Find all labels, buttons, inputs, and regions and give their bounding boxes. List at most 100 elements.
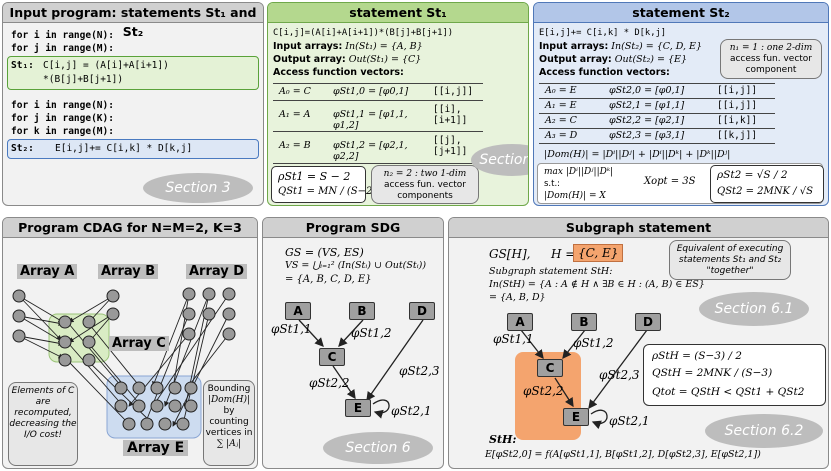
array-c-label: Array C: [109, 336, 169, 351]
st2-box: [7, 139, 259, 159]
edge-label: φSt2,1: [609, 414, 650, 428]
opt-constraint: |Dom(H)| = X: [544, 191, 606, 201]
panel-cdag: Program CDAG for N=M=2, K=3: [2, 217, 258, 469]
q-tot: Qtot = QStH < QSt1 + QSt2: [652, 386, 805, 398]
access-value: [[i,j]]: [433, 86, 474, 97]
sdg-node-c: C: [319, 348, 345, 366]
panel-subgraph: Subgraph statement GS[H], H = {C, E} Equ…: [448, 217, 829, 469]
section-cloud: Section 3: [143, 173, 253, 203]
panel-statement-st2: statement St₂ E[i,j]+= C[i,k] * D[k,j] I…: [533, 2, 829, 206]
panel-title: statement St₁: [268, 3, 528, 23]
opt-st: s.t.:: [544, 179, 561, 189]
edge-label: φSt1,1: [271, 322, 312, 336]
in-sth-set: = {A, B, D}: [489, 292, 546, 303]
section-cloud: Section 4: [471, 144, 529, 176]
panel-title: Input program: statements St₁ and St₂: [3, 3, 263, 39]
code-line: for j in range(K):: [11, 113, 114, 124]
access-value: [[k,j]]: [717, 130, 758, 141]
array-name: A₀ = E: [545, 85, 577, 96]
access-value: [[j], [j+1]]: [433, 135, 468, 157]
section-cloud: Section 6: [323, 432, 433, 464]
section-cloud: Section 6.1: [699, 292, 809, 326]
sub-node-b: B: [571, 313, 597, 331]
section-cloud: Section 6.2: [705, 414, 823, 448]
edge-label: φSt1,2: [573, 336, 614, 350]
access-vector: φSt2,2 = [φ2,1]: [609, 115, 685, 126]
section-label: Section 6.2: [724, 423, 804, 439]
gs-h: GS[H],: [489, 247, 531, 261]
together-bubble: Equivalent of executing statements St₁ a…: [669, 240, 791, 280]
rho-sth: ρStH = (S−3) / 2: [652, 350, 742, 362]
st2-code: E[i,j]+= C[i,k] * D[k,j]: [55, 143, 193, 154]
st2-code: E[i,j]+= C[i,k] * D[k,j]: [539, 28, 667, 38]
array-name: A₀ = C: [279, 86, 311, 97]
sth-label: StH:: [489, 433, 517, 446]
array-a-label: Array A: [17, 264, 78, 279]
q-sth: QStH = 2MNK / (S−3): [652, 367, 773, 379]
vs-def: VS = ⋃ᵢ₌₁² (In(Stᵢ) ∪ Out(Stᵢ)): [285, 260, 427, 271]
edge-label: φSt1,1: [493, 332, 534, 346]
st1-label: St₁:: [11, 60, 34, 71]
input-arrays: Input arrays: In(St₁) = {A, B}: [273, 41, 423, 52]
access-vector: φSt2,0 = [φ0,1]: [609, 85, 685, 96]
access-vector: φSt1,1 = [φ1,1, φ1,2]: [333, 109, 408, 131]
cost-box: ρSt2 = √S / 2 QSt2 = 2MNK / √S: [710, 165, 824, 203]
sub-node-c: C: [537, 359, 563, 377]
sub-node-e: E: [563, 408, 589, 426]
sdg-node-d: D: [409, 302, 435, 320]
panel-title: statement St₂: [534, 3, 828, 23]
n1-bubble: n₁ = 1 : one 2-dim access fun. vector co…: [720, 39, 822, 79]
in-sth: In(StH) = {A : A ∉ H ∧ ∃B ∈ H : (A, B) ∈…: [489, 279, 705, 290]
section-label: Section 6.1: [714, 301, 794, 317]
array-name: A₁ = E: [545, 100, 577, 111]
output-array: Output array: Out(St₂) = {E}: [539, 54, 688, 65]
panel-statement-st1: statement St₁ C[i,j]=(A[i]+A[i+1])*(B[j]…: [267, 2, 529, 206]
panel-sdg: Program SDG GS = (VS, ES) VS = ⋃ᵢ₌₁² (In…: [262, 217, 444, 469]
edge-label: φSt2,1: [391, 404, 432, 418]
sub-sdg-edges: [520, 329, 648, 430]
cdag-vertices: [12, 287, 236, 431]
sub-statement: Subgraph statement StH:: [489, 266, 613, 277]
sdg-node-a: A: [285, 302, 311, 320]
section-label: Section 3: [165, 180, 231, 196]
bounding-bubble: Bounding |Dom(H)| by counting vertices i…: [203, 380, 255, 466]
section-label: Section 4: [479, 152, 529, 168]
st1-code: C[i,j]=(A[i]+A[i+1])*(B[j]+B[j+1]): [273, 28, 454, 38]
n2-bubble: n₂ = 2 : two 1-dim access fun. vector co…: [371, 165, 479, 204]
access-vector: φSt1,0 = [φ0,1]: [333, 86, 409, 97]
h-label: H =: [551, 247, 576, 261]
h-set: {C, E}: [573, 244, 624, 262]
sub-node-a: A: [507, 313, 533, 331]
recompute-bubble: Elements of C are recomputed, decreasing…: [8, 382, 78, 466]
st1-box: [7, 56, 259, 90]
cdag-graph: [12, 287, 236, 439]
st1-code: *(B[j]+B[j+1]): [43, 74, 124, 85]
panel-title: Program CDAG for N=M=2, K=3: [3, 218, 257, 238]
access-value: [[i,k]]: [717, 115, 758, 126]
rho-st2: ρSt2 = √S / 2: [717, 169, 788, 181]
sth-equation: E[φSt2,0] = f(A[φSt1,1], B[φSt1,2], D[φS…: [485, 449, 761, 460]
edge-label: φSt2,3: [599, 368, 640, 382]
array-e-label: Array E: [123, 440, 189, 456]
q-st1: QSt1 = MN / (S−2): [278, 186, 377, 197]
panel-input-program: Input program: statements St₁ and St₂ fo…: [2, 2, 264, 206]
access-value: [[i], [i+1]]: [433, 104, 468, 126]
code-line: for k in range(M):: [11, 126, 114, 137]
array-name: A₂ = C: [545, 115, 577, 126]
access-value: [[i,j]]: [717, 100, 758, 111]
access-value: [[i,j]]: [717, 85, 758, 96]
access-label: Access function vectors:: [273, 67, 404, 78]
section-label: Section 6: [345, 440, 411, 456]
edge-label: φSt2,2: [309, 376, 350, 390]
cost-box: ρStH = (S−3) / 2 QStH = 2MNK / (S−3) Qto…: [643, 344, 826, 406]
st1-code: C[i,j] = (A[i]+A[i+1]): [43, 60, 169, 71]
output-array: Output array: Out(St₁) = {C}: [273, 54, 422, 65]
access-label: Access function vectors:: [539, 67, 670, 78]
array-name: A₁ = A: [279, 109, 311, 120]
array-b-label: Array B: [98, 264, 159, 279]
gs-def: GS = (VS, ES): [285, 246, 364, 259]
array-d-label: Array D: [186, 264, 248, 279]
input-arrays: Input arrays: In(St₂) = {C, D, E}: [539, 41, 703, 52]
panel-title: Program SDG: [263, 218, 443, 238]
access-vector: φSt2,1 = [φ1,1]: [609, 100, 685, 111]
